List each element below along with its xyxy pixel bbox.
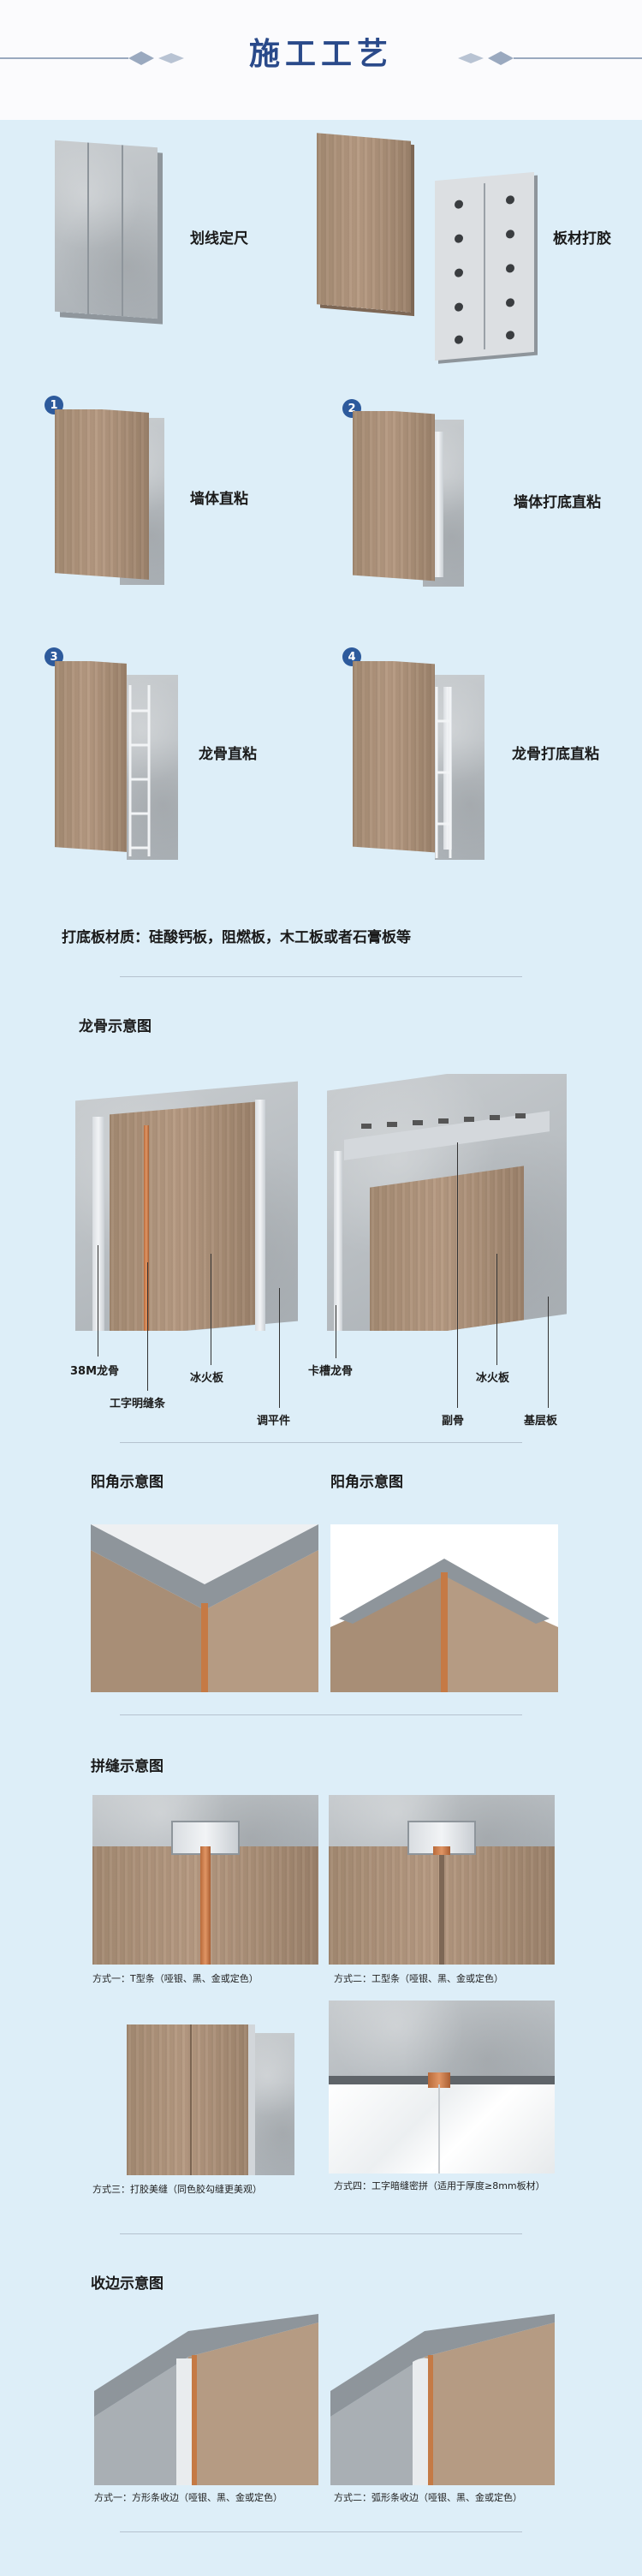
corner-left-title: 阳角示意图 — [91, 1474, 163, 1491]
seam-way4-caption: 方式四：工字暗缝密拼（适用于厚度≥8mm板材） — [334, 2180, 545, 2191]
seam-way1-caption: 方式一：T型条（哑银、黑、金或定色） — [92, 1973, 259, 1984]
divider — [120, 1442, 522, 1443]
diamond-ornament-icon — [488, 51, 514, 65]
callout-strip: 工字明缝条 — [110, 1398, 166, 1410]
seam-section-title: 拼缝示意图 — [91, 1758, 163, 1775]
divider — [120, 976, 522, 977]
corner-right-title: 阳角示意图 — [330, 1474, 403, 1491]
seam-diagram-2 — [329, 1795, 555, 1965]
edge-illustration-2 — [330, 2314, 555, 2485]
method2-wall-illustration — [349, 411, 465, 587]
edge-section-title: 收边示意图 — [91, 2275, 163, 2293]
leader-line — [548, 1297, 549, 1408]
edge-diagram-1 — [94, 2314, 318, 2485]
seam-diagram-3 — [127, 2024, 294, 2175]
edge-diagram-2 — [330, 2314, 555, 2485]
method3-label: 龙骨直粘 — [199, 746, 257, 763]
corner-illustration-right — [330, 1559, 558, 1692]
base-material-note: 打底板材质：硅酸钙板，阻燃板，木工板或者石膏板等 — [62, 929, 411, 946]
edge-illustration-1 — [94, 2314, 318, 2485]
seam-diagram-1 — [92, 1795, 318, 1965]
divider — [120, 2531, 522, 2532]
callout-leveler: 调平件 — [257, 1415, 291, 1428]
header-line-right — [514, 57, 642, 59]
glue-back-panel — [435, 171, 534, 361]
corner-diagram-right — [330, 1524, 558, 1692]
seam-way2-caption: 方式二：工型条（哑银、黑、金或定色） — [334, 1973, 503, 1984]
divider — [120, 1714, 522, 1715]
callout-clip-keel: 卡槽龙骨 — [308, 1365, 354, 1378]
diamond-ornament-icon — [128, 51, 154, 65]
marking-concrete-panel — [55, 140, 158, 319]
divider — [120, 2233, 522, 2234]
callout-firewood: 冰火板 — [190, 1372, 224, 1385]
callout-firewood2: 冰火板 — [476, 1372, 510, 1385]
callout-keel38: 38M龙骨 — [70, 1365, 120, 1378]
leader-line — [496, 1254, 497, 1365]
method4-label: 龙骨打底直粘 — [512, 746, 599, 763]
seam-diagram-4 — [329, 2001, 555, 2174]
keel-rail-icon — [361, 1113, 526, 1129]
leader-line — [457, 1142, 458, 1408]
diamond-ornament-icon — [458, 53, 484, 63]
leader-line — [279, 1288, 280, 1408]
header-line-left — [0, 57, 128, 59]
diamond-ornament-icon — [158, 53, 184, 63]
corner-diagram-left — [91, 1524, 318, 1692]
keel-diagram-right — [310, 1074, 567, 1331]
corner-illustration-left — [91, 1524, 318, 1692]
method4-keel-illustration — [349, 661, 486, 860]
keel-ladder-icon — [435, 687, 452, 858]
keel-ladder-icon — [128, 685, 151, 856]
page-title: 施工工艺 — [248, 37, 393, 72]
method3-keel-illustration — [51, 661, 180, 860]
glue-wood-panel — [317, 133, 411, 313]
glue-dots-icon — [455, 182, 514, 350]
seam-way3-caption: 方式三：打胶美缝（同色胶勾缝更美观） — [92, 2184, 262, 2195]
header-banner: 施工工艺 — [0, 0, 642, 120]
callout-base-board: 基层板 — [524, 1415, 558, 1428]
edge-way2-caption: 方式二：弧形条收边（哑银、黑、金或定色） — [334, 2492, 522, 2503]
edge-way1-caption: 方式一：方形条收边（哑银、黑、金或定色） — [94, 2492, 282, 2503]
keel-section-title: 龙骨示意图 — [79, 1018, 152, 1035]
callout-sub-keel: 副骨 — [442, 1415, 465, 1428]
step-mark-label: 划线定尺 — [190, 230, 248, 247]
method1-wall-illustration — [51, 409, 167, 585]
method2-label: 墙体打底直粘 — [514, 494, 601, 511]
leader-line — [147, 1262, 148, 1391]
method1-label: 墙体直粘 — [190, 491, 248, 508]
keel-diagram-left — [75, 1074, 298, 1331]
step-glue-label: 板材打胶 — [553, 230, 611, 247]
